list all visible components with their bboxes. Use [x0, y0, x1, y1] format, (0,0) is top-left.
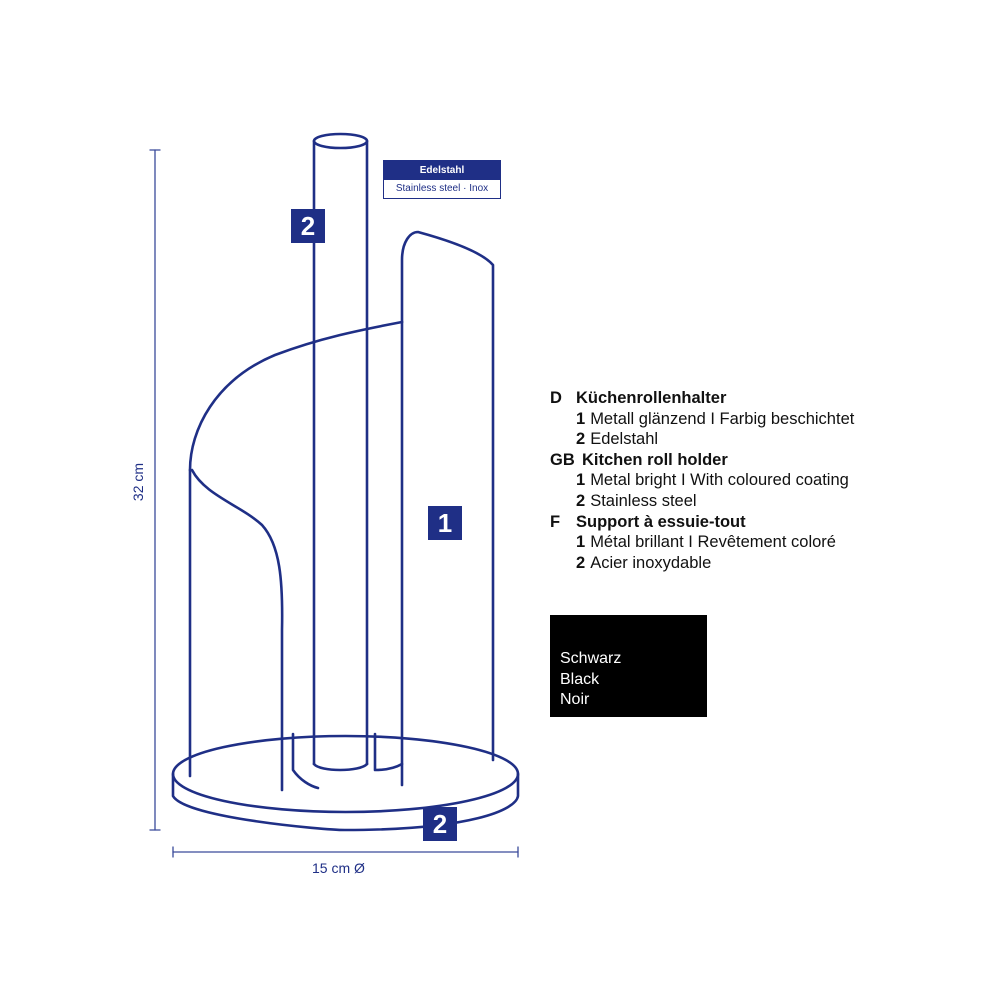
material-tag-subtitle: Stainless steel · Inox	[395, 183, 489, 194]
center-rod	[312, 132, 369, 772]
legend-f-title: Support à essuie-tout	[576, 512, 746, 531]
legend-de-item-1-num: 1	[576, 409, 586, 428]
legend-f-code: F	[550, 512, 561, 531]
height-label: 32 cm	[130, 462, 146, 502]
color-name-f: Noir	[560, 691, 590, 708]
diameter-dimension-line	[172, 846, 519, 858]
legend-de-code: D	[550, 389, 562, 407]
holder-body	[188, 230, 495, 792]
legend-f-item-1-num: 1	[576, 533, 586, 552]
color-swatch-names: Schwarz Black Noir	[560, 649, 621, 711]
legend-gb-item-1-num: 1	[576, 471, 586, 490]
color-name-gb: Black	[560, 670, 600, 688]
color-name-de: Schwarz	[560, 650, 622, 667]
callout-rod-material: 2	[291, 209, 325, 243]
base-plate	[171, 734, 520, 832]
legend-de-title: Küchenrollenhalter	[576, 389, 727, 407]
legend-gb-heading: GB Kitchen roll holder	[550, 450, 854, 471]
material-tag-title: Edelstahl	[384, 161, 500, 180]
color-swatch: Schwarz Black Noir	[550, 615, 707, 717]
legend-f-heading: F Support à essuie-tout	[550, 512, 854, 533]
legend-de-item-1-text: Metall glänzend I Farbig beschichtet	[590, 409, 855, 428]
legend-gb-item-2-num: 2	[576, 491, 586, 510]
callout-body-material: 1	[428, 506, 462, 540]
callout-base-material: 2	[423, 807, 457, 841]
diameter-label: 15 cm Ø	[312, 860, 365, 876]
legend-gb-code: GB	[550, 450, 575, 469]
legend-gb-title: Kitchen roll holder	[582, 450, 728, 469]
legend-f-item-2-text: Acier inoxydable	[590, 553, 712, 572]
legend-f-item-1-text: Métal brillant I Revêtement coloré	[590, 533, 836, 552]
legend-gb-item-1-text: Metal bright I With coloured coating	[590, 471, 849, 490]
legend-de-heading: D Küchenrollenhalter	[550, 388, 854, 409]
legend-f-item-2-num: 2	[576, 553, 586, 572]
legend-de-item-2-text: Edelstahl	[590, 430, 659, 449]
legend-de-item-2-num: 2	[576, 430, 586, 449]
height-dimension-line	[149, 149, 161, 831]
legend-gb-item-2-text: Stainless steel	[590, 491, 697, 510]
material-tag: Edelstahl Stainless steel · Inox	[383, 160, 501, 199]
